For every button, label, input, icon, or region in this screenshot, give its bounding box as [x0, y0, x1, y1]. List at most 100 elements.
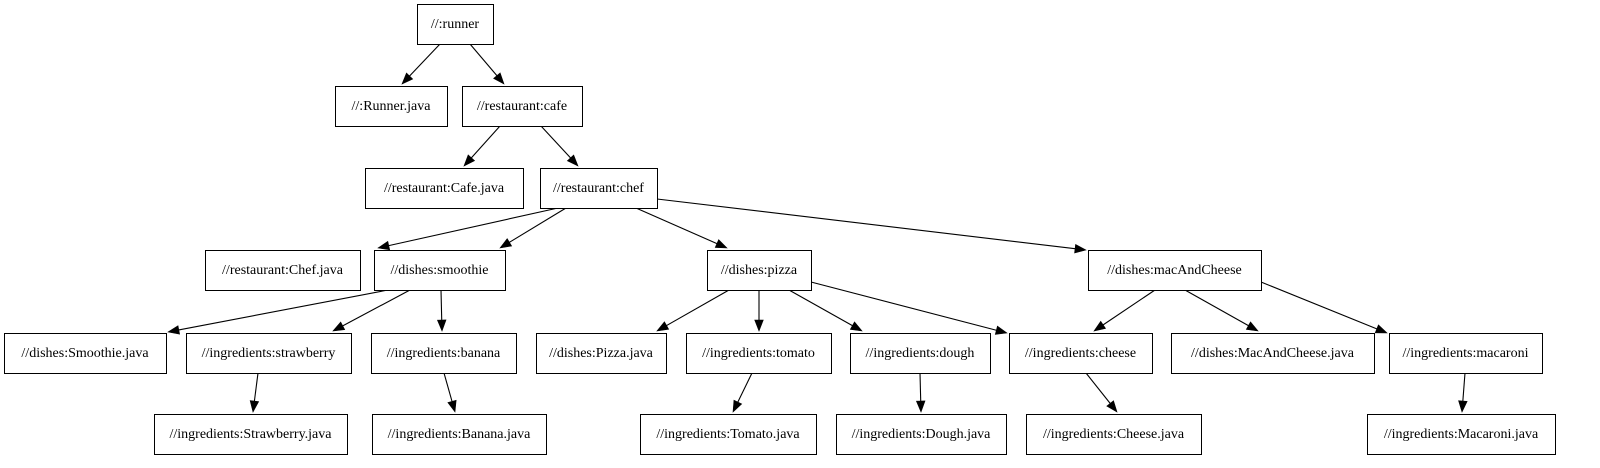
graph-edge — [656, 198, 1087, 254]
graph-node[interactable]: //:runner — [417, 4, 494, 45]
graph-node[interactable]: //ingredients:Tomato.java — [640, 414, 817, 455]
edge-line — [178, 289, 389, 331]
node-label: //ingredients:Banana.java — [388, 427, 531, 442]
edge-line — [409, 43, 441, 77]
node-box[interactable] — [417, 4, 494, 45]
arrowhead-icon — [447, 399, 457, 413]
edge-line — [788, 289, 853, 327]
node-box[interactable] — [1009, 333, 1153, 374]
graph-node[interactable]: //:Runner.java — [335, 86, 448, 127]
node-box[interactable] — [1171, 333, 1375, 374]
node-label: //ingredients:Macaroni.java — [1384, 427, 1539, 442]
node-label: //ingredients:strawberry — [202, 346, 336, 361]
node-box[interactable] — [335, 86, 448, 127]
graph-edge — [540, 125, 579, 167]
graph-node[interactable]: //ingredients:Macaroni.java — [1367, 414, 1556, 455]
edge-line — [540, 125, 571, 159]
graph-edge — [401, 43, 441, 85]
node-label: //restaurant:chef — [553, 181, 644, 196]
edge-line — [509, 207, 567, 243]
graph-edge — [436, 289, 447, 332]
graph-node[interactable]: //dishes:Smoothie.java — [4, 333, 167, 374]
edge-line — [440, 289, 443, 321]
arrowhead-icon — [1458, 400, 1468, 413]
node-layer: //:runner //:Runner.java //restaurant:cafe… — [4, 4, 1556, 455]
node-label: //ingredients:banana — [387, 346, 501, 361]
graph-edge — [788, 289, 863, 332]
node-box[interactable] — [462, 86, 583, 127]
node-label: //ingredients:Cheese.java — [1043, 427, 1185, 442]
node-box[interactable] — [186, 333, 352, 374]
node-label: //ingredients:tomato — [702, 346, 815, 361]
node-box[interactable] — [536, 333, 667, 374]
graph-edge — [469, 43, 505, 85]
graph-node[interactable]: //dishes:Pizza.java — [536, 333, 667, 374]
node-label: //ingredients:Strawberry.java — [170, 427, 333, 442]
graph-edge — [1093, 289, 1156, 332]
graph-edge — [1184, 289, 1259, 332]
node-label: //restaurant:cafe — [477, 99, 567, 114]
edge-line — [388, 207, 559, 247]
node-box[interactable] — [640, 414, 817, 455]
node-box[interactable] — [205, 250, 361, 291]
node-box[interactable] — [371, 333, 517, 374]
graph-node[interactable]: //ingredients:dough — [850, 333, 991, 374]
graph-node[interactable]: //ingredients:macaroni — [1389, 333, 1543, 374]
edge-layer — [167, 43, 1468, 413]
graph-edge — [810, 281, 1008, 335]
graph-node[interactable]: //dishes:pizza — [707, 250, 812, 291]
graph-edge — [732, 372, 753, 413]
node-box[interactable] — [836, 414, 1007, 455]
node-box[interactable] — [365, 168, 524, 209]
arrowhead-icon — [332, 321, 346, 332]
arrowhead-icon — [754, 319, 764, 332]
arrowhead-icon — [1245, 321, 1259, 332]
edge-line — [810, 281, 997, 331]
graph-node[interactable]: //ingredients:Cheese.java — [1026, 414, 1202, 455]
graph-node[interactable]: //restaurant:chef — [540, 168, 658, 209]
graph-edge — [915, 372, 926, 413]
node-label: //ingredients:cheese — [1025, 346, 1136, 361]
graph-node[interactable]: //restaurant:cafe — [462, 86, 583, 127]
node-box[interactable] — [707, 250, 812, 291]
node-box[interactable] — [686, 333, 832, 374]
graph-node[interactable]: //restaurant:Chef.java — [205, 250, 361, 291]
node-label: //restaurant:Cafe.java — [384, 181, 505, 196]
node-box[interactable] — [1367, 414, 1556, 455]
node-box[interactable] — [374, 250, 506, 291]
node-box[interactable] — [154, 414, 348, 455]
arrowhead-icon — [167, 325, 180, 335]
arrowhead-icon — [732, 399, 743, 413]
graph-edge — [754, 290, 764, 332]
arrowhead-icon — [915, 400, 926, 413]
edge-line — [1462, 372, 1466, 402]
graph-edge — [167, 289, 389, 335]
node-label: //dishes:Pizza.java — [549, 346, 654, 361]
graph-node[interactable]: //ingredients:banana — [371, 333, 517, 374]
graph-node[interactable]: //ingredients:Dough.java — [836, 414, 1007, 455]
graph-node[interactable]: //ingredients:Strawberry.java — [154, 414, 348, 455]
graph-node[interactable]: //ingredients:Banana.java — [372, 414, 547, 455]
graph-edge — [1085, 372, 1118, 413]
node-box[interactable] — [1389, 333, 1543, 374]
graph-edge — [1458, 372, 1468, 413]
edge-line — [737, 372, 753, 403]
node-box[interactable] — [1026, 414, 1202, 455]
node-box[interactable] — [540, 168, 658, 209]
graph-node[interactable]: //ingredients:tomato — [686, 333, 832, 374]
graph-node[interactable]: //ingredients:cheese — [1009, 333, 1153, 374]
node-box[interactable] — [372, 414, 547, 455]
node-box[interactable] — [4, 333, 167, 374]
arrowhead-icon — [436, 319, 447, 332]
graph-node[interactable]: //dishes:smoothie — [374, 250, 506, 291]
node-box[interactable] — [850, 333, 991, 374]
graph-node[interactable]: //dishes:MacAndCheese.java — [1171, 333, 1375, 374]
graph-node[interactable]: //restaurant:Cafe.java — [365, 168, 524, 209]
graph-node[interactable]: //ingredients:strawberry — [186, 333, 352, 374]
node-label: //:Runner.java — [352, 99, 432, 114]
node-box[interactable] — [1088, 250, 1262, 291]
graph-node[interactable]: //dishes:macAndCheese — [1088, 250, 1262, 291]
edge-line — [1085, 372, 1111, 404]
graph-edge — [249, 372, 260, 413]
